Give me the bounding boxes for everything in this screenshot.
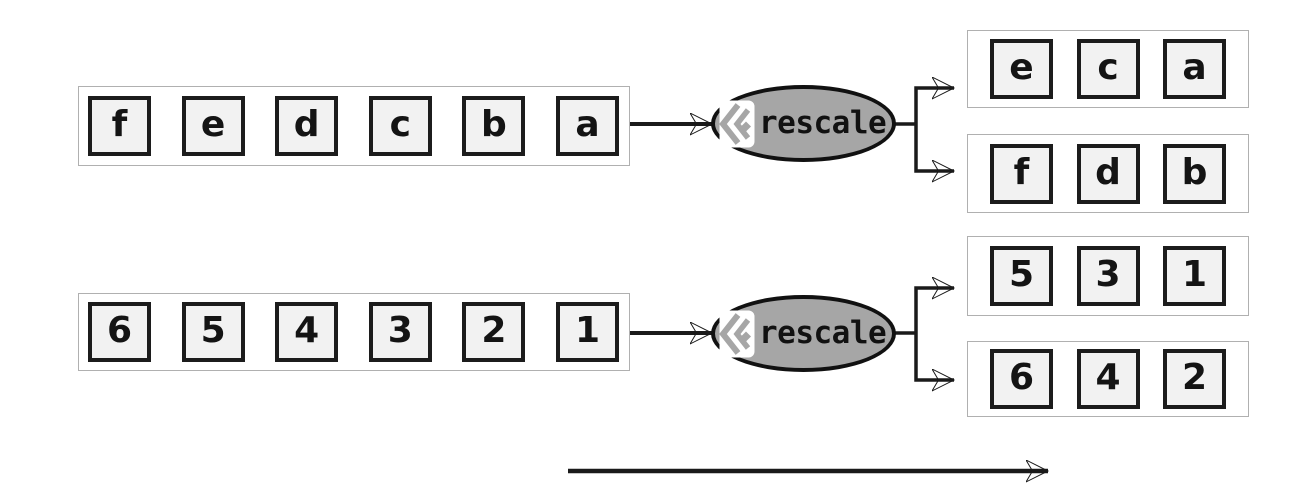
box-label: 3 [387,310,413,351]
sequence-box: 3 [368,302,432,362]
box-label: 6 [1008,357,1035,398]
box-label: f [1013,151,1030,193]
output-sequence-letters-odd: e c a [967,30,1249,108]
rescale-node-numbers: rescale [711,295,896,372]
sequence-box: 4 [275,302,339,362]
rescale-node-label: rescale [759,105,887,141]
arrow-node-to-output-bottom-row2 [914,333,954,380]
box-label: 2 [481,310,507,351]
box-label: 2 [1181,357,1208,398]
box-label: 1 [574,310,600,351]
input-sequence-letters: f e d c b a [78,86,630,166]
sequence-box: c [1076,39,1140,99]
box-label: 5 [200,310,226,351]
output-sequence-numbers-even: 6 4 2 [967,341,1249,417]
sequence-box: 6 [88,302,151,362]
box-label: a [575,104,600,145]
box-label: e [1009,47,1034,88]
sequence-box: 5 [990,246,1053,306]
input-sequence-numbers: 6 5 4 3 2 1 [78,293,630,371]
box-label: 5 [1008,254,1035,295]
box-label: d [1095,151,1121,193]
sequence-box: b [462,96,526,156]
sequence-box: 5 [181,302,245,362]
sequence-box: b [1163,143,1226,204]
output-sequence-numbers-odd: 5 3 1 [967,236,1249,316]
box-label: d [293,104,320,145]
box-label: b [1181,151,1208,193]
sequence-box: e [181,96,245,156]
box-label: 6 [106,310,133,351]
box-label: a [1182,47,1207,88]
box-label: f [111,104,128,145]
sequence-box: 2 [462,302,526,362]
arrow-node-to-output-top-row2 [914,288,954,333]
sequence-box: d [1076,143,1140,204]
sequence-box: 2 [1163,349,1226,409]
box-label: b [480,104,507,145]
sequence-box: d [275,96,339,156]
double-chevron-left-diamond-icon [719,310,755,357]
sequence-box: a [555,96,619,156]
sequence-box: f [990,143,1053,204]
arrow-node-to-output-top-row1 [914,88,954,124]
output-sequence-letters-even: f d b [967,134,1249,213]
rescale-node-label: rescale [759,315,887,351]
arrow-node-to-output-bottom-row1 [914,124,954,171]
sequence-box: 3 [1076,246,1140,306]
box-label: 4 [294,310,320,351]
box-label: e [200,104,226,145]
sequence-box: e [990,39,1053,99]
box-label: c [389,104,411,145]
rescale-node-letters: rescale [711,85,896,162]
sequence-box: 1 [1163,246,1226,306]
sequence-box: 6 [990,349,1053,409]
sequence-box: a [1163,39,1226,99]
sequence-box: 1 [555,302,619,362]
sequence-box: f [88,96,151,156]
box-label: 4 [1095,357,1121,398]
sequence-box: c [368,96,432,156]
sequence-box: 4 [1076,349,1140,409]
box-label: 3 [1095,254,1121,295]
box-label: c [1097,47,1119,88]
double-chevron-left-diamond-icon [719,100,755,147]
box-label: 1 [1181,254,1208,295]
